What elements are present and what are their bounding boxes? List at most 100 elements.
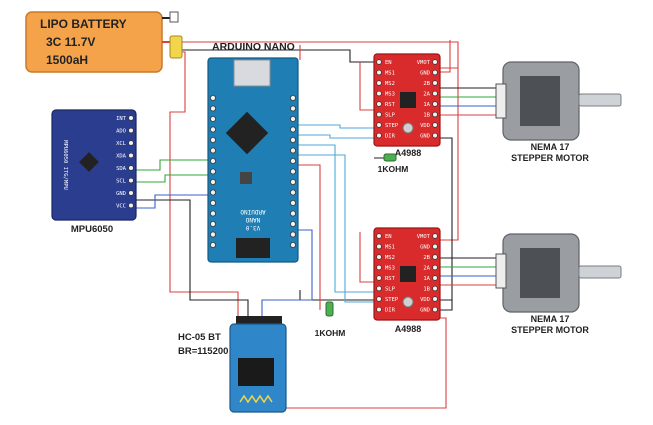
a4988-top-right-pin <box>432 69 438 76</box>
bt-antenna <box>239 394 273 404</box>
wire-red-right-vmot <box>440 40 451 73</box>
a4988-top-right-pin-label: 1B <box>423 113 430 119</box>
bt-line2: BR=115200 <box>178 346 228 357</box>
a4988-top-left-pin <box>376 80 382 86</box>
a4988-top-right-pin-label: 1A <box>423 102 430 108</box>
arduino-title: ARDUINO NANO <box>212 41 295 53</box>
wire-red-res <box>296 164 321 310</box>
nano-left-pin <box>209 210 216 217</box>
a4988-top-left-pin <box>376 90 382 97</box>
nano-left-pin <box>209 105 216 112</box>
mpu-pin-label: INT <box>116 116 127 122</box>
mpu-pin-label: ADO <box>116 129 126 135</box>
a4988-bottom-right-pin-label: 1A <box>423 276 430 282</box>
resistor-bottom-body <box>325 301 334 317</box>
a4988-top-left-pin <box>376 59 382 65</box>
mpu-chip <box>79 152 99 172</box>
motor-bottom-shaft <box>578 265 622 279</box>
mpu-pin <box>128 140 134 146</box>
a4988-bottom-left-pin <box>376 243 382 250</box>
mpu-pin <box>128 127 134 134</box>
a4988-top-right-pin <box>432 59 438 65</box>
resistor-bottom: 1KOHM <box>315 301 345 338</box>
a4988-top-right-pin-label: 2B <box>423 81 430 87</box>
a4988-bottom-left-pin-label: DIR <box>385 308 396 314</box>
a4988-top-left-pin <box>376 69 382 76</box>
a4988-bottom-right-pin <box>432 243 438 250</box>
wire-red-rst-slp-2 <box>359 232 374 283</box>
battery-connector-small <box>169 11 179 23</box>
wire-red-left <box>169 51 239 318</box>
mpu-pin-label: SDA <box>116 166 127 172</box>
a4988-bottom-right-pin <box>432 233 438 239</box>
mpu-chip-text: MPU6050 ITG/MPU <box>62 140 68 190</box>
a4988-bottom-left-pin-label: RST <box>385 276 396 282</box>
motor-top-plug <box>495 83 507 119</box>
nano-right-pin <box>289 199 296 206</box>
nano-right-pin <box>289 116 296 123</box>
nano-right-pin <box>289 95 296 102</box>
nano-left-pin <box>209 220 216 227</box>
a4988-bottom-right-pin <box>432 275 438 281</box>
a4988-top-right-pin <box>432 90 438 97</box>
a4988-top-right-pin-label: VDD <box>420 123 430 129</box>
a4988-bottom-right-pin-label: GND <box>420 308 430 314</box>
battery: LIPO BATTERY 3C 11.7V 1500aH <box>25 11 183 73</box>
a4988-bottom-right-pin-label: 2B <box>423 255 430 261</box>
nano-left-pin <box>209 95 216 102</box>
battery-line1: LIPO BATTERY <box>40 17 127 31</box>
a4988-top-left-pin-label: MS3 <box>385 92 395 98</box>
a4988-top-right-pin-label: VMOT <box>417 60 431 66</box>
arduino-board-text-1: ARDUINO <box>240 208 266 215</box>
motor-bottom-line2: STEPPER MOTOR <box>511 325 589 335</box>
arduino-nano: ARDUINO NANO ARDUINO NANO V3.0 <box>207 41 299 263</box>
wire-gnd-3 <box>440 137 453 300</box>
motor-bottom-core <box>520 248 560 298</box>
nano-right-pin <box>289 157 296 164</box>
a4988-bottom-left-pin <box>376 296 382 302</box>
nano-left-pin <box>209 126 216 133</box>
nano-right-pin <box>289 147 296 154</box>
a4988-bottom-pot <box>402 296 414 308</box>
a4988-bottom-right-pin-label: VMOT <box>417 234 431 240</box>
a4988-top-pot <box>402 122 414 134</box>
a4988-top-right-pin <box>432 101 438 107</box>
motor-top-line1: NEMA 17 <box>531 142 570 152</box>
resistor-top-body <box>383 153 397 162</box>
a4988-bottom-right-pin <box>432 306 438 313</box>
nano-right-pin <box>289 126 296 133</box>
wire-vcc-blue <box>136 194 210 209</box>
mpu-pin <box>128 190 134 196</box>
a4988-bottom-left-pin-label: MS2 <box>385 255 395 261</box>
arduino-usb <box>233 59 271 87</box>
mpu-pin-label: XCL <box>116 141 127 147</box>
wire-dir-bot <box>296 154 374 303</box>
nano-left-pin <box>209 189 216 196</box>
a4988-bottom-right-pin <box>432 264 438 271</box>
a4988-bottom-left-pin-label: MS1 <box>385 245 395 251</box>
nano-left-pin <box>209 116 216 123</box>
nano-right-pin <box>289 136 296 143</box>
a4988-top-left-pin <box>376 122 382 128</box>
battery-connector <box>169 35 183 59</box>
a4988-top-left-pin-label: STEP <box>385 123 399 129</box>
wire-red-rst-slp <box>359 62 374 111</box>
mpu-pin <box>128 115 134 121</box>
arduino-chip <box>225 111 269 155</box>
a4988-bottom-left-pin <box>376 264 382 271</box>
mpu-pin-label: SCL <box>116 179 127 185</box>
mpu-pin <box>128 152 134 159</box>
wire-sda <box>136 159 210 171</box>
arduino-right-pins <box>289 95 296 248</box>
a4988-bottom-left-pin-label: SLP <box>385 287 396 293</box>
a4988-bottom-left-pin-label: MS3 <box>385 266 395 272</box>
hc05-bluetooth: HC-05 BT BR=115200 <box>178 316 287 413</box>
mpu-pin-label: XDA <box>116 154 127 160</box>
a4988-top-left-pin-label: SLP <box>385 113 396 119</box>
nano-left-pin <box>209 241 216 248</box>
